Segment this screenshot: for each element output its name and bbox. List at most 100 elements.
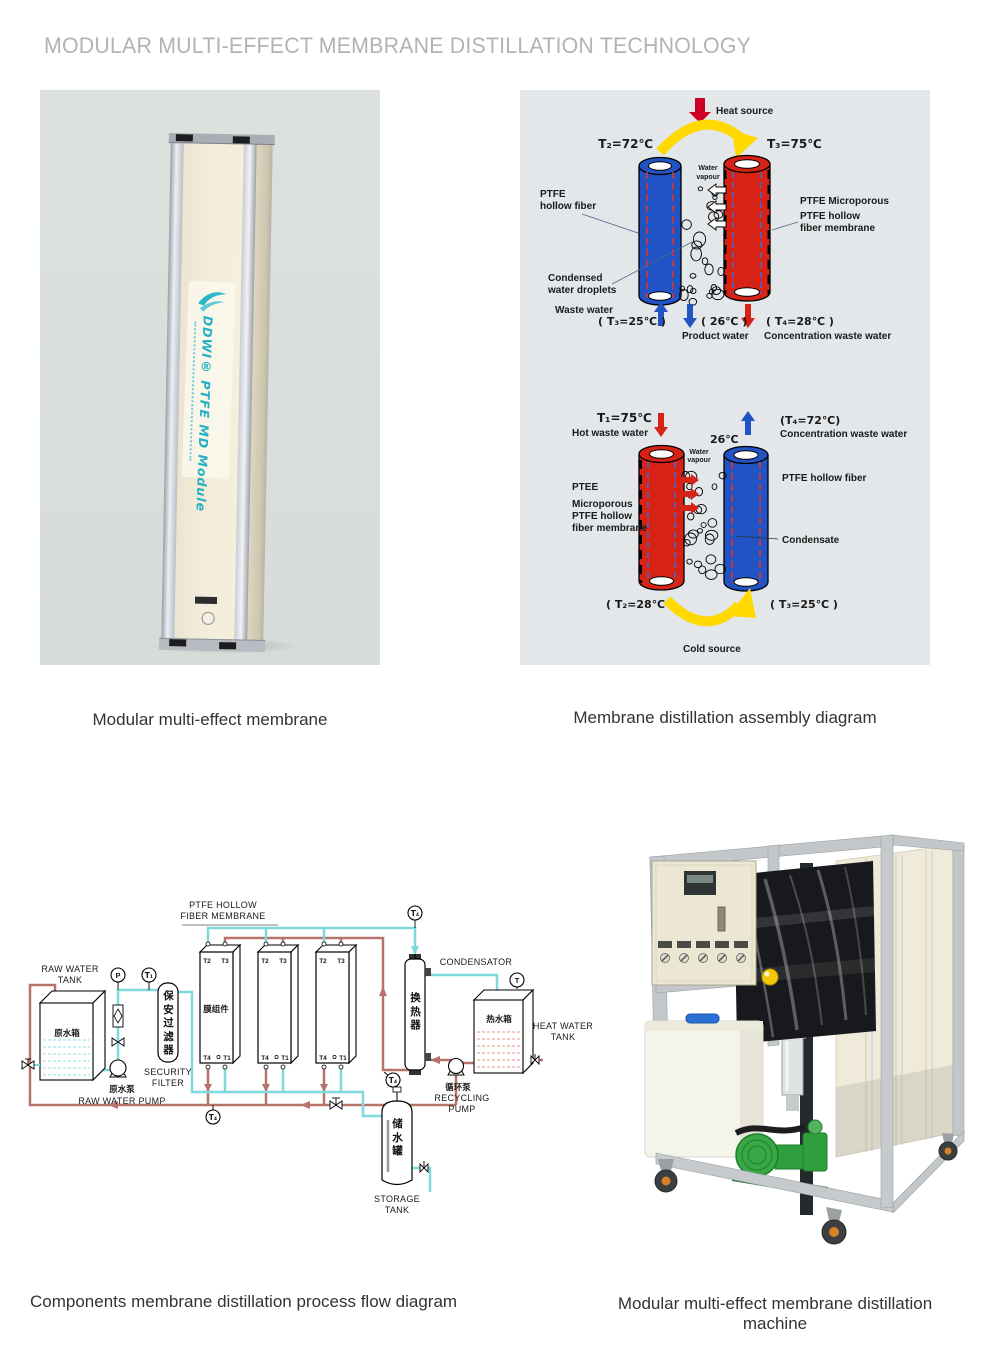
- gauge-T4-top: T₄: [407, 905, 423, 928]
- svg-text:T4: T4: [319, 1055, 327, 1062]
- hot-fiber-cylinder-2: [638, 444, 685, 591]
- svg-text:P: P: [115, 971, 120, 980]
- svg-text:T4: T4: [261, 1055, 269, 1062]
- module-corner-chip: [232, 136, 250, 144]
- flow-meter: [112, 1004, 124, 1028]
- water-vapour-label-1: Water: [698, 165, 717, 172]
- control-box: [651, 860, 757, 986]
- ptfe-right2-label: PTFE hollow fiber: [782, 473, 867, 484]
- cold-transfer-arc: [663, 596, 743, 627]
- svg-text:T4: T4: [203, 1055, 211, 1062]
- waste-water-up-arrow: [654, 302, 668, 326]
- recycle-pump-cn: 循环泵: [445, 1082, 471, 1092]
- recycle-pump-label-2: PUMP: [448, 1104, 475, 1114]
- pointer-line: [611, 241, 693, 285]
- conc-temp-label: ( T₄=28℃ ): [766, 315, 834, 328]
- product-water-label: Product water: [682, 331, 749, 342]
- yellow-knob: [761, 968, 779, 986]
- raw-tank-label-1: RAW WATER: [41, 964, 99, 974]
- cold-fiber-cylinder-2: [723, 445, 769, 592]
- svg-text:T3: T3: [337, 958, 345, 965]
- raw-pump-cn: 原水泵: [109, 1084, 135, 1094]
- security-filter-label-2: FILTER: [152, 1078, 184, 1088]
- module-photo-panel: DDWI® PTFE MD Module: [40, 90, 380, 665]
- raw-water-pump: [109, 1059, 127, 1078]
- condensator-label: CONDENSATOR: [440, 957, 513, 967]
- security-filter: [157, 982, 179, 1063]
- recycling-pump: [447, 1057, 465, 1076]
- svg-text:T3: T3: [279, 958, 287, 965]
- vapour-flow-arrows-right: [681, 474, 699, 514]
- svg-text:T₄: T₄: [209, 1113, 217, 1122]
- ptfe-right-label-1: PTFE Microporous: [800, 196, 889, 207]
- svg-text:T3: T3: [221, 958, 229, 965]
- condensed-label-1: Condensed: [548, 273, 602, 284]
- bottom-line-valve: [329, 1097, 343, 1110]
- machine-frame-front: [655, 834, 894, 1213]
- svg-text:T2: T2: [203, 958, 211, 965]
- concentration-down-arrow: [741, 304, 755, 328]
- raw-tank-cn: 原水箱: [54, 1028, 80, 1038]
- membrane-label-1: PTFE HOLLOW: [189, 900, 257, 910]
- module-cn-label: 膜组件: [203, 1004, 229, 1014]
- cold-source-label: Cold source: [683, 644, 741, 655]
- machine-photo-svg: [644, 834, 965, 1245]
- assembly-diagram-panel: Heat source T₂=72℃ T₃=75℃: [520, 90, 930, 665]
- water-vapour2-label-2: vapour: [687, 457, 711, 464]
- module-corner-chip: [175, 134, 193, 142]
- t2b-temp-label: ( T₂=28℃ ): [606, 598, 674, 611]
- heat-water-tank: [472, 988, 540, 1075]
- svg-text:T: T: [515, 976, 520, 985]
- raw-tank-label-2: TANK: [58, 975, 83, 985]
- condensator: [404, 954, 431, 1075]
- membrane-module-photo: DDWI® PTFE MD Module: [159, 133, 275, 652]
- membrane-modules: T2 T3 T4 T1 膜组件 T2 T3 T4 T1: [198, 941, 358, 1070]
- water-droplets-2: [680, 470, 727, 580]
- module-corner-chip: [169, 639, 187, 647]
- storage-tank: [381, 1086, 429, 1186]
- svg-text:T₄: T₄: [389, 1076, 397, 1085]
- heat-transfer-arc-head: [732, 130, 758, 158]
- svg-text:T1: T1: [223, 1055, 231, 1062]
- hot-waste-label: Hot waste water: [572, 428, 648, 439]
- hot-waste-down-arrow: [654, 413, 668, 437]
- membrane-module-1: T2 T3 T4 T1 膜组件: [198, 941, 242, 1070]
- pointer-line: [735, 535, 779, 540]
- assembly-diagram-svg: Heat source T₂=72℃ T₃=75℃: [540, 98, 907, 655]
- caption-module-photo: Modular multi-effect membrane: [92, 710, 328, 729]
- hot-fiber-cylinder: [723, 154, 771, 302]
- tank-drain-valve: [21, 1058, 35, 1070]
- caption-assembly: Membrane distillation assembly diagram: [573, 708, 877, 727]
- svg-text:T2: T2: [261, 958, 269, 965]
- flow-diagram-svg: RAW WATER TANK 原水箱 原水泵 RAW WATER PUMP P: [21, 900, 593, 1215]
- temp-26-label: 26℃: [710, 433, 739, 446]
- security-filter-label-1: SECURITY: [144, 1067, 192, 1077]
- ptee-label: PTEE: [572, 482, 598, 493]
- ptfe-left-label-2: hollow fiber: [540, 201, 596, 212]
- t3b-temp-label: ( T₃=25℃ ): [770, 598, 838, 611]
- heat-source-arrow-icon: [689, 98, 711, 123]
- svg-text:T1: T1: [339, 1055, 347, 1062]
- module-sticker: DDWI® PTFE MD Module: [181, 281, 236, 512]
- water-vapour2-label-1: Water: [689, 449, 708, 456]
- caption-flow: Components membrane distillation process…: [30, 1292, 458, 1311]
- recycle-pump-label-1: RECYCLING: [434, 1093, 489, 1103]
- membrane-module-2: T2 T3 T4 T1: [256, 941, 300, 1070]
- gauge-T1: T₁: [141, 967, 157, 990]
- concentration-up-arrow: [741, 411, 755, 435]
- membrane-label-2: FIBER MEMBRANE: [180, 911, 265, 921]
- ptfe-left-label-1: PTFE: [540, 189, 566, 200]
- control-slot: [717, 906, 726, 932]
- svg-text:T2: T2: [319, 958, 327, 965]
- micro-label-2: PTFE hollow: [572, 511, 632, 522]
- svg-text:T₁: T₁: [145, 971, 153, 980]
- vapour-flow-arrows-left: [707, 183, 727, 231]
- storage-tank-label-1: STORAGE: [374, 1194, 420, 1204]
- raw-water-tank: [21, 989, 107, 1082]
- casters: [654, 1133, 958, 1245]
- heat-source-label: Heat source: [716, 106, 774, 117]
- heat-tank-cn: 热水箱: [486, 1014, 512, 1024]
- heat-tank-label-1: HEAT WATER: [533, 1021, 593, 1031]
- heat-exchanger-cn: 换热器: [410, 992, 421, 1031]
- storage-tank-cn: 储水罐: [392, 1118, 403, 1157]
